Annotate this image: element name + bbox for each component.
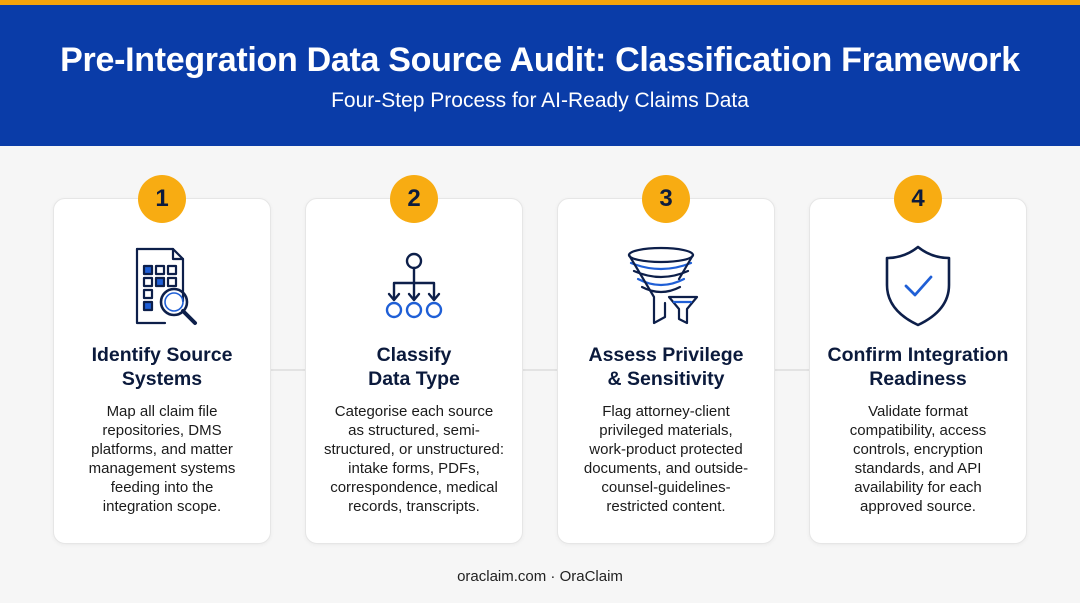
step-number-badge: 1 [138,175,186,223]
connector-line [522,369,558,371]
hierarchy-icon [385,252,443,319]
step-title: Confirm Integration Readiness [827,344,1009,390]
step-title: Assess Privilege & Sensitivity [588,344,744,390]
header-banner: Pre-Integration Data Source Audit: Class… [0,5,1080,146]
step-description: Map all claim file repositories, DMS pla… [88,403,236,515]
accent-bar [0,0,1080,5]
step-card-2: Classify Data Type Categorise each sourc… [305,198,523,544]
step-title: Identify Source Systems [91,344,233,390]
step-card-3: Assess Privilege & Sensitivity Flag atto… [557,198,775,544]
document-search-icon [135,247,197,325]
step-card-4: Confirm Integration Readiness Validate f… [809,198,1027,544]
step-number-badge: 3 [642,175,690,223]
page-title: Pre-Integration Data Source Audit: Class… [60,41,1020,79]
step-description: Flag attorney-client privileged material… [583,403,749,515]
connector-line [270,369,306,371]
step-description: Categorise each source as structured, se… [323,403,505,515]
funnel-filter-icon [627,246,699,325]
footer-credit: oraclaim.com · OraClaim [457,568,623,585]
step-description: Validate format compatibility, access co… [849,403,987,515]
connector-line [774,369,810,371]
page-subtitle: Four-Step Process for AI-Ready Claims Da… [331,89,749,112]
shield-check-icon [885,245,951,327]
step-number-badge: 2 [390,175,438,223]
step-title: Classify Data Type [368,344,460,390]
step-number-badge: 4 [894,175,942,223]
step-card-1: Identify Source Systems Map all claim fi… [53,198,271,544]
